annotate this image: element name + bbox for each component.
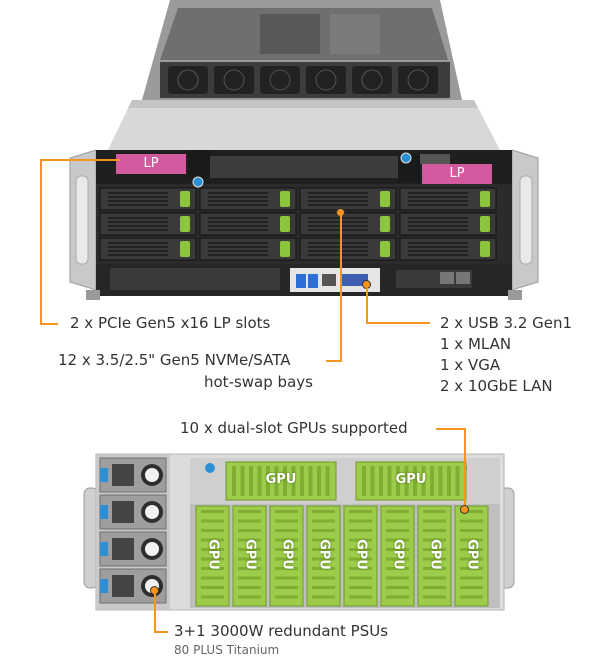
callout-psu-sub: 80 PLUS Titanium (174, 643, 280, 657)
leader-gpus-h (436, 428, 466, 430)
drive-bay (199, 187, 297, 211)
callout-gpus: 10 x dual-slot GPUs supported (180, 419, 408, 437)
gpu-card (417, 505, 452, 607)
callout-io-line3: 1 x VGA (440, 356, 501, 374)
drive-bay (399, 237, 497, 261)
drive-bay (99, 212, 197, 236)
gpu-card (343, 505, 378, 607)
marker-gpus (460, 505, 469, 514)
callout-io-line4: 2 x 10GbE LAN (440, 377, 553, 395)
leader-io-h (366, 322, 430, 324)
drive-bay (399, 212, 497, 236)
lp-slot-tag-right: LP (449, 166, 465, 181)
drive-bay (299, 212, 397, 236)
gpu-card (232, 505, 267, 607)
gpu-label: GPU (316, 539, 331, 570)
drive-bay (399, 187, 497, 211)
leader-pcie-end (40, 323, 58, 325)
drive-bay (199, 237, 297, 261)
gpu-card (454, 505, 489, 607)
rear-server-image (83, 453, 515, 611)
gpu-card (355, 461, 467, 501)
leader-bays-h (326, 360, 342, 362)
callout-bays-line1: 12 x 3.5/2.5" Gen5 NVMe/SATA (58, 351, 291, 369)
drive-bay (199, 212, 297, 236)
callout-io-line2: 1 x MLAN (440, 335, 512, 353)
drive-bay (299, 187, 397, 211)
psu-module (99, 494, 167, 530)
gpu-label: GPU (390, 539, 405, 570)
gpu-label: GPU (279, 539, 294, 570)
drive-bay (299, 237, 397, 261)
psu-module (99, 457, 167, 493)
gpu-label: GPU (205, 539, 220, 570)
gpu-label: GPU (242, 539, 257, 570)
callout-bays-line2: hot-swap bays (204, 373, 313, 391)
leader-pcie-h (40, 159, 120, 161)
leader-psu-v (154, 593, 156, 633)
drive-bay (99, 187, 197, 211)
gpu-card (269, 505, 304, 607)
gpu-label: GPU (265, 472, 297, 487)
gpu-card (306, 505, 341, 607)
leader-pcie-v (40, 159, 42, 325)
gpu-card (195, 505, 230, 607)
leader-psu-h (154, 631, 168, 633)
gpu-card (225, 461, 337, 501)
callout-psu: 3+1 3000W redundant PSUs (174, 622, 389, 640)
callout-io-line1: 2 x USB 3.2 Gen1 (440, 314, 573, 332)
psu-module (99, 531, 167, 567)
drive-bay (99, 237, 197, 261)
gpu-card (380, 505, 415, 607)
gpu-label: GPU (427, 539, 442, 570)
front-server-image (69, 0, 539, 300)
lp-slot-tag-left: LP (143, 156, 159, 171)
callout-pcie-slots: 2 x PCIe Gen5 x16 LP slots (70, 314, 271, 332)
gpu-label: GPU (353, 539, 368, 570)
gpu-label: GPU (464, 539, 479, 570)
gpu-label: GPU (395, 472, 427, 487)
leader-bays-v (340, 215, 342, 362)
leader-gpus-v (464, 428, 466, 508)
leader-io-v (366, 287, 368, 324)
